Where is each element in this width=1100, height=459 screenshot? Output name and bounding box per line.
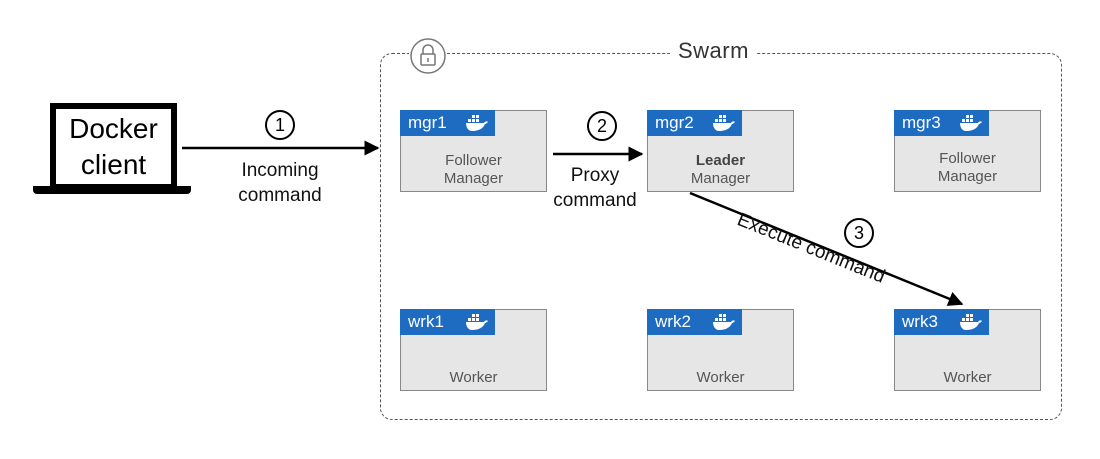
node-name-mgr3: mgr3 [902, 113, 941, 132]
node-wrk2: wrk2 Worker [647, 309, 794, 391]
docker-client-laptop: Docker client [50, 103, 177, 190]
node-role-line1: Follower [445, 152, 502, 169]
docker-whale-icon [465, 312, 489, 332]
step-3-number: 3 [853, 223, 864, 243]
node-tag-mgr3: mgr3 [894, 110, 989, 136]
node-name-wrk2: wrk2 [655, 312, 691, 331]
incoming-command-label: Incoming command [215, 158, 345, 208]
docker-client-label: Docker client [56, 111, 171, 183]
step-1-circle: 1 [265, 110, 295, 140]
incoming-command-line2: command [238, 185, 322, 206]
node-role-line2: Manager [690, 170, 751, 187]
node-name-mgr2: mgr2 [655, 113, 694, 132]
docker-whale-icon [959, 312, 983, 332]
node-mgr3: mgr3 Follower Manager [894, 110, 1041, 192]
node-name-wrk1: wrk1 [408, 312, 444, 331]
swarm-title: Swarm [670, 38, 757, 64]
node-role-mgr2: Leader Manager [648, 152, 793, 188]
node-mgr1: mgr1 Follower Manager [400, 110, 547, 192]
node-role-line2: Manager [937, 168, 998, 185]
step-2-circle: 2 [587, 111, 617, 141]
docker-whale-icon [465, 113, 489, 133]
node-tag-mgr2: mgr2 [647, 110, 742, 136]
node-tag-wrk2: wrk2 [647, 309, 742, 335]
proxy-command-label: Proxy command [540, 163, 650, 213]
node-role-wrk1: Worker [449, 369, 498, 386]
proxy-command-line2: command [553, 190, 637, 211]
step-3-circle: 3 [844, 218, 874, 248]
node-mgr2: mgr2 Leader Manager [647, 110, 794, 192]
node-role-line1: Leader [695, 152, 746, 169]
node-tag-mgr1: mgr1 [400, 110, 495, 136]
node-role-mgr3: Follower Manager [895, 150, 1040, 186]
client-line2: client [80, 149, 147, 180]
node-tag-wrk1: wrk1 [400, 309, 495, 335]
node-wrk1: wrk1 Worker [400, 309, 547, 391]
docker-whale-icon [712, 312, 736, 332]
step-1-number: 1 [274, 115, 285, 135]
incoming-command-line1: Incoming [241, 160, 319, 181]
laptop-base [33, 186, 191, 194]
node-tag-wrk3: wrk3 [894, 309, 989, 335]
node-wrk3: wrk3 Worker [894, 309, 1041, 391]
step-2-number: 2 [596, 116, 607, 136]
lock-icon [409, 37, 447, 75]
node-role-mgr1: Follower Manager [401, 152, 546, 188]
node-role-wrk2: Worker [696, 369, 745, 386]
node-name-wrk3: wrk3 [902, 312, 938, 331]
docker-whale-icon [712, 113, 736, 133]
client-line1: Docker [69, 113, 158, 144]
proxy-command-line1: Proxy [570, 165, 620, 186]
node-name-mgr1: mgr1 [408, 113, 447, 132]
node-role-line1: Follower [939, 150, 996, 167]
node-role-line2: Manager [443, 170, 504, 187]
node-role-wrk3: Worker [943, 369, 992, 386]
docker-whale-icon [959, 113, 983, 133]
